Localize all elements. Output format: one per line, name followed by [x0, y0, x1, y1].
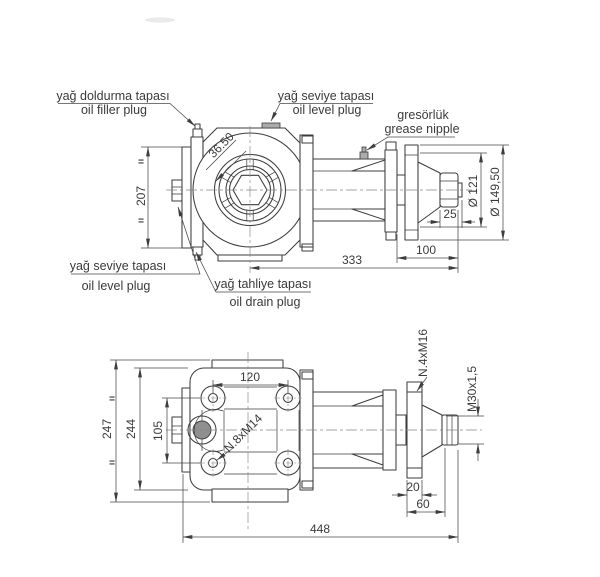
dim-shaft-length: 60: [416, 497, 430, 511]
labels-front: yağ doldurma tapası oil filler plug yağ …: [56, 89, 459, 309]
dim-overall-length: 448: [310, 522, 330, 536]
label-oil-level-left-tr: yağ seviye tapası: [70, 259, 167, 273]
paper-smudge: [145, 17, 175, 23]
grease-nipple: [359, 151, 369, 160]
label-oil-level-top-en: oil level plug: [293, 103, 362, 117]
equal-mark: =: [109, 394, 115, 405]
equal-mark: =: [138, 157, 144, 168]
top-view: 207 = = 36.50 Ø 121 Ø 149,50 25 100: [56, 89, 509, 309]
label-oil-filler-tr: yağ doldurma tapası: [56, 89, 169, 103]
output-flange: [404, 144, 419, 241]
label-oil-drain-en: oil drain plug: [230, 295, 301, 309]
centerlines-front: [166, 126, 472, 273]
dim-center-to-shaft-end: 333: [342, 253, 362, 267]
dim-shaft-assembly-length: 100: [416, 243, 436, 257]
top-oil-level-plug: [261, 122, 281, 129]
dim-flange-thickness: 20: [406, 480, 420, 494]
equal-mark: =: [138, 216, 144, 227]
hub-spokes: [221, 159, 279, 221]
label-oil-filler-en: oil filler plug: [81, 103, 147, 117]
equal-mark: =: [109, 458, 115, 469]
dim-shaft-thread: M30x1,5: [465, 366, 479, 412]
oil-filler-plug: [194, 123, 201, 130]
oil-drain-plug: [192, 246, 203, 256]
label-oil-drain-tr: yağ tahliye tapası: [214, 277, 311, 291]
bottom-view: 120 105 244 247 = = N.8xM14 N.4xM16: [100, 329, 484, 543]
dim-flange-diameter: Ø 149,50: [488, 167, 502, 217]
dim-nut-length: 25: [443, 207, 457, 221]
dim-pilot-diameter: Ø 121: [466, 174, 480, 207]
centerlines-plan: [166, 352, 482, 530]
dim-body-height: 244: [124, 419, 138, 439]
label-grease-en: grease nipple: [384, 122, 459, 136]
dim-overall-height-plan: 247: [100, 419, 114, 439]
side-oil-level-plug: [171, 179, 183, 202]
dim-bolt-spacing-v: 105: [151, 421, 165, 441]
dim-flange-bolts: N.4xM16: [416, 329, 430, 377]
label-oil-level-top-tr: yağ seviye tapası: [278, 89, 375, 103]
label-grease-tr: gresörlük: [397, 108, 449, 122]
label-oil-level-left-en: oil level plug: [82, 279, 151, 293]
dim-bolt-spacing-h: 120: [240, 370, 260, 384]
dim-overall-height: 207: [134, 186, 148, 206]
